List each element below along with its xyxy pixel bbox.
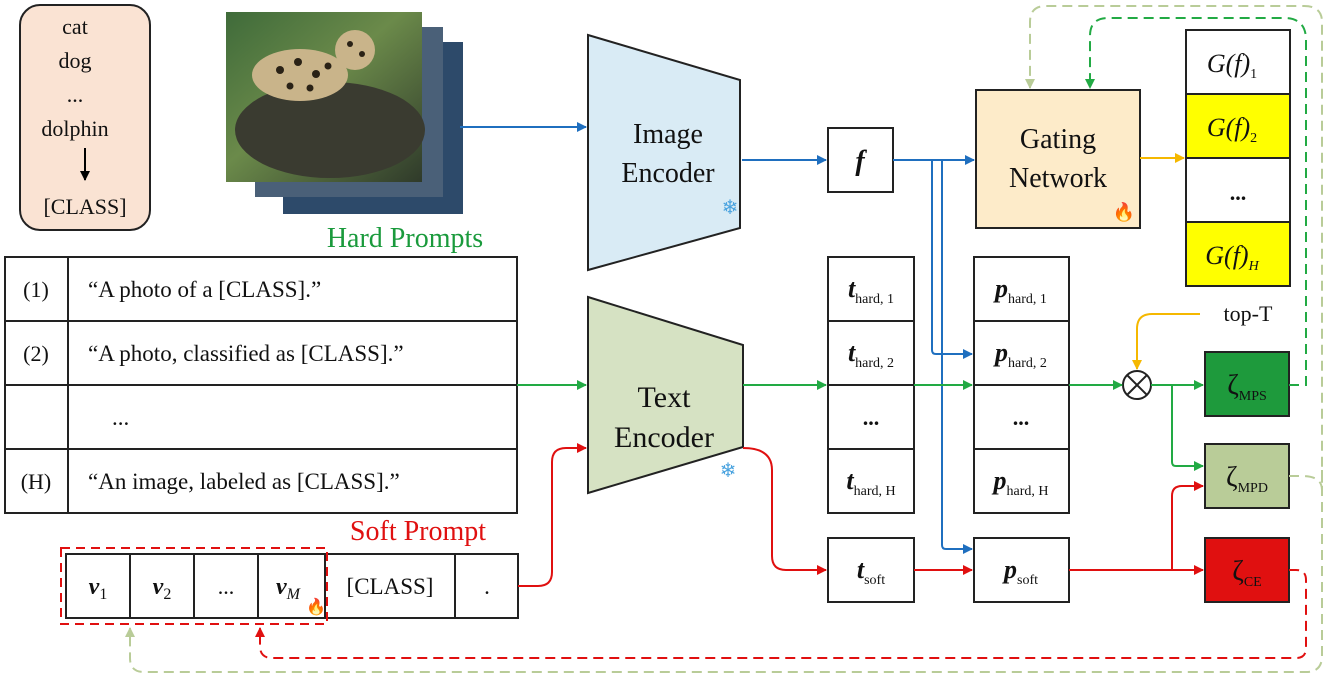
gate-output: G(f)H bbox=[1205, 241, 1259, 274]
hard-prompt-text: “An image, labeled as [CLASS].” bbox=[88, 469, 400, 494]
image-ocelot-head bbox=[335, 30, 375, 70]
loss-mpd-box: ζMPD bbox=[1204, 443, 1290, 509]
class-item: cat bbox=[62, 14, 88, 39]
text-encoder: Text Encoder ❄ bbox=[587, 295, 744, 495]
gate-output: ... bbox=[1230, 180, 1247, 205]
prediction-column: phard, 1 phard, 2 ... phard, H bbox=[973, 256, 1070, 514]
loss-ce: ζCE bbox=[1232, 556, 1261, 590]
learnable-context-outline bbox=[60, 547, 328, 625]
loss-mps: ζMPS bbox=[1227, 370, 1267, 404]
soft-prompt-title: Soft Prompt bbox=[350, 516, 486, 547]
image-encoder-label: Encoder bbox=[621, 158, 715, 189]
prediction: phard, 2 bbox=[993, 338, 1047, 371]
image-encoder: Image Encoder ❄ bbox=[587, 33, 741, 272]
snowflake-icon: ❄ bbox=[720, 458, 737, 482]
gating-network: Gating Network 🔥 bbox=[975, 89, 1141, 229]
hard-prompt-text: “A photo, classified as [CLASS].” bbox=[88, 341, 404, 366]
class-item: dog bbox=[59, 48, 92, 73]
loss-ce-box: ζCE bbox=[1204, 537, 1290, 603]
class-item: ... bbox=[67, 82, 84, 107]
flame-icon: 🔥 bbox=[306, 597, 326, 616]
image-feature-label: f bbox=[855, 146, 867, 177]
image-ocelot-body bbox=[252, 49, 348, 101]
prediction: phard, H bbox=[992, 466, 1049, 499]
hard-text-arrows bbox=[517, 17, 1307, 471]
image-rock bbox=[235, 82, 425, 178]
text-encoder-label: Text bbox=[638, 381, 692, 414]
class-placeholder: [CLASS] bbox=[43, 194, 126, 219]
text-feature: thard, 1 bbox=[848, 274, 894, 307]
gate-output-column: G(f)1 G(f)2 ... G(f)H bbox=[1185, 29, 1291, 287]
text-feature: ... bbox=[863, 405, 880, 430]
gating-arrows bbox=[1132, 153, 1200, 370]
prediction: ... bbox=[1013, 405, 1030, 430]
input-images bbox=[226, 12, 463, 214]
gate-output: G(f)1 bbox=[1207, 49, 1257, 82]
soft-class-token: [CLASS] bbox=[347, 574, 434, 599]
soft-token: ... bbox=[218, 574, 235, 599]
snowflake-icon: ❄ bbox=[722, 195, 739, 219]
text-encoder-label: Encoder bbox=[614, 421, 714, 454]
hard-prompt-text: “A photo of a [CLASS].” bbox=[88, 277, 321, 302]
image-ocelot-spots bbox=[276, 41, 365, 92]
text-feature: thard, H bbox=[846, 466, 895, 499]
image-encoder-label: Image bbox=[633, 119, 703, 150]
hard-prompt-text: ... bbox=[112, 405, 129, 430]
feedback-arrows bbox=[125, 5, 1323, 673]
text-feature: thard, 2 bbox=[848, 338, 894, 371]
top-t-label: top-T bbox=[1224, 301, 1273, 326]
soft-prediction: psoft bbox=[1002, 555, 1038, 588]
class-item: dolphin bbox=[41, 116, 108, 141]
class-list-background bbox=[19, 4, 151, 231]
soft-text-feature: tsoft bbox=[857, 555, 885, 588]
hard-prompt-index: (1) bbox=[23, 277, 49, 302]
text-feature-column: thard, 1 thard, 2 ... thard, H bbox=[827, 256, 915, 514]
soft-period-token: . bbox=[484, 574, 490, 599]
soft-text-feature-box: tsoft bbox=[827, 537, 915, 603]
loss-mps-box: ζMPS bbox=[1204, 351, 1290, 417]
soft-prediction-box: psoft bbox=[973, 537, 1070, 603]
soft-token: v1 bbox=[89, 574, 108, 603]
gating-network-label: Gating bbox=[1020, 124, 1096, 155]
soft-prompt-row: v1 v2 ... vM 🔥 [CLASS] . bbox=[60, 547, 519, 625]
class-list-box: cat dog ... dolphin [CLASS] bbox=[19, 4, 151, 231]
loss-mpd: ζMPD bbox=[1226, 462, 1268, 496]
image-feature-box: f bbox=[827, 127, 894, 193]
prediction: phard, 1 bbox=[993, 274, 1047, 307]
hard-prompt-index: (2) bbox=[23, 341, 49, 366]
flame-icon: 🔥 bbox=[1113, 201, 1135, 223]
soft-prompt-border bbox=[65, 553, 519, 619]
soft-token: v2 bbox=[153, 574, 172, 603]
image-feature-arrows bbox=[460, 122, 975, 554]
soft-token: vM bbox=[276, 574, 302, 603]
hard-prompt-index: (H) bbox=[21, 469, 52, 494]
gating-network-label: Network bbox=[1009, 163, 1107, 194]
hard-prompts-table: (1) “A photo of a [CLASS].” (2) “A photo… bbox=[4, 256, 518, 514]
hard-prompts-title: Hard Prompts bbox=[327, 223, 483, 254]
image-encoder-shape bbox=[587, 33, 741, 272]
soft-prompt-arrows bbox=[255, 443, 1307, 659]
gate-output: G(f)2 bbox=[1207, 113, 1257, 146]
